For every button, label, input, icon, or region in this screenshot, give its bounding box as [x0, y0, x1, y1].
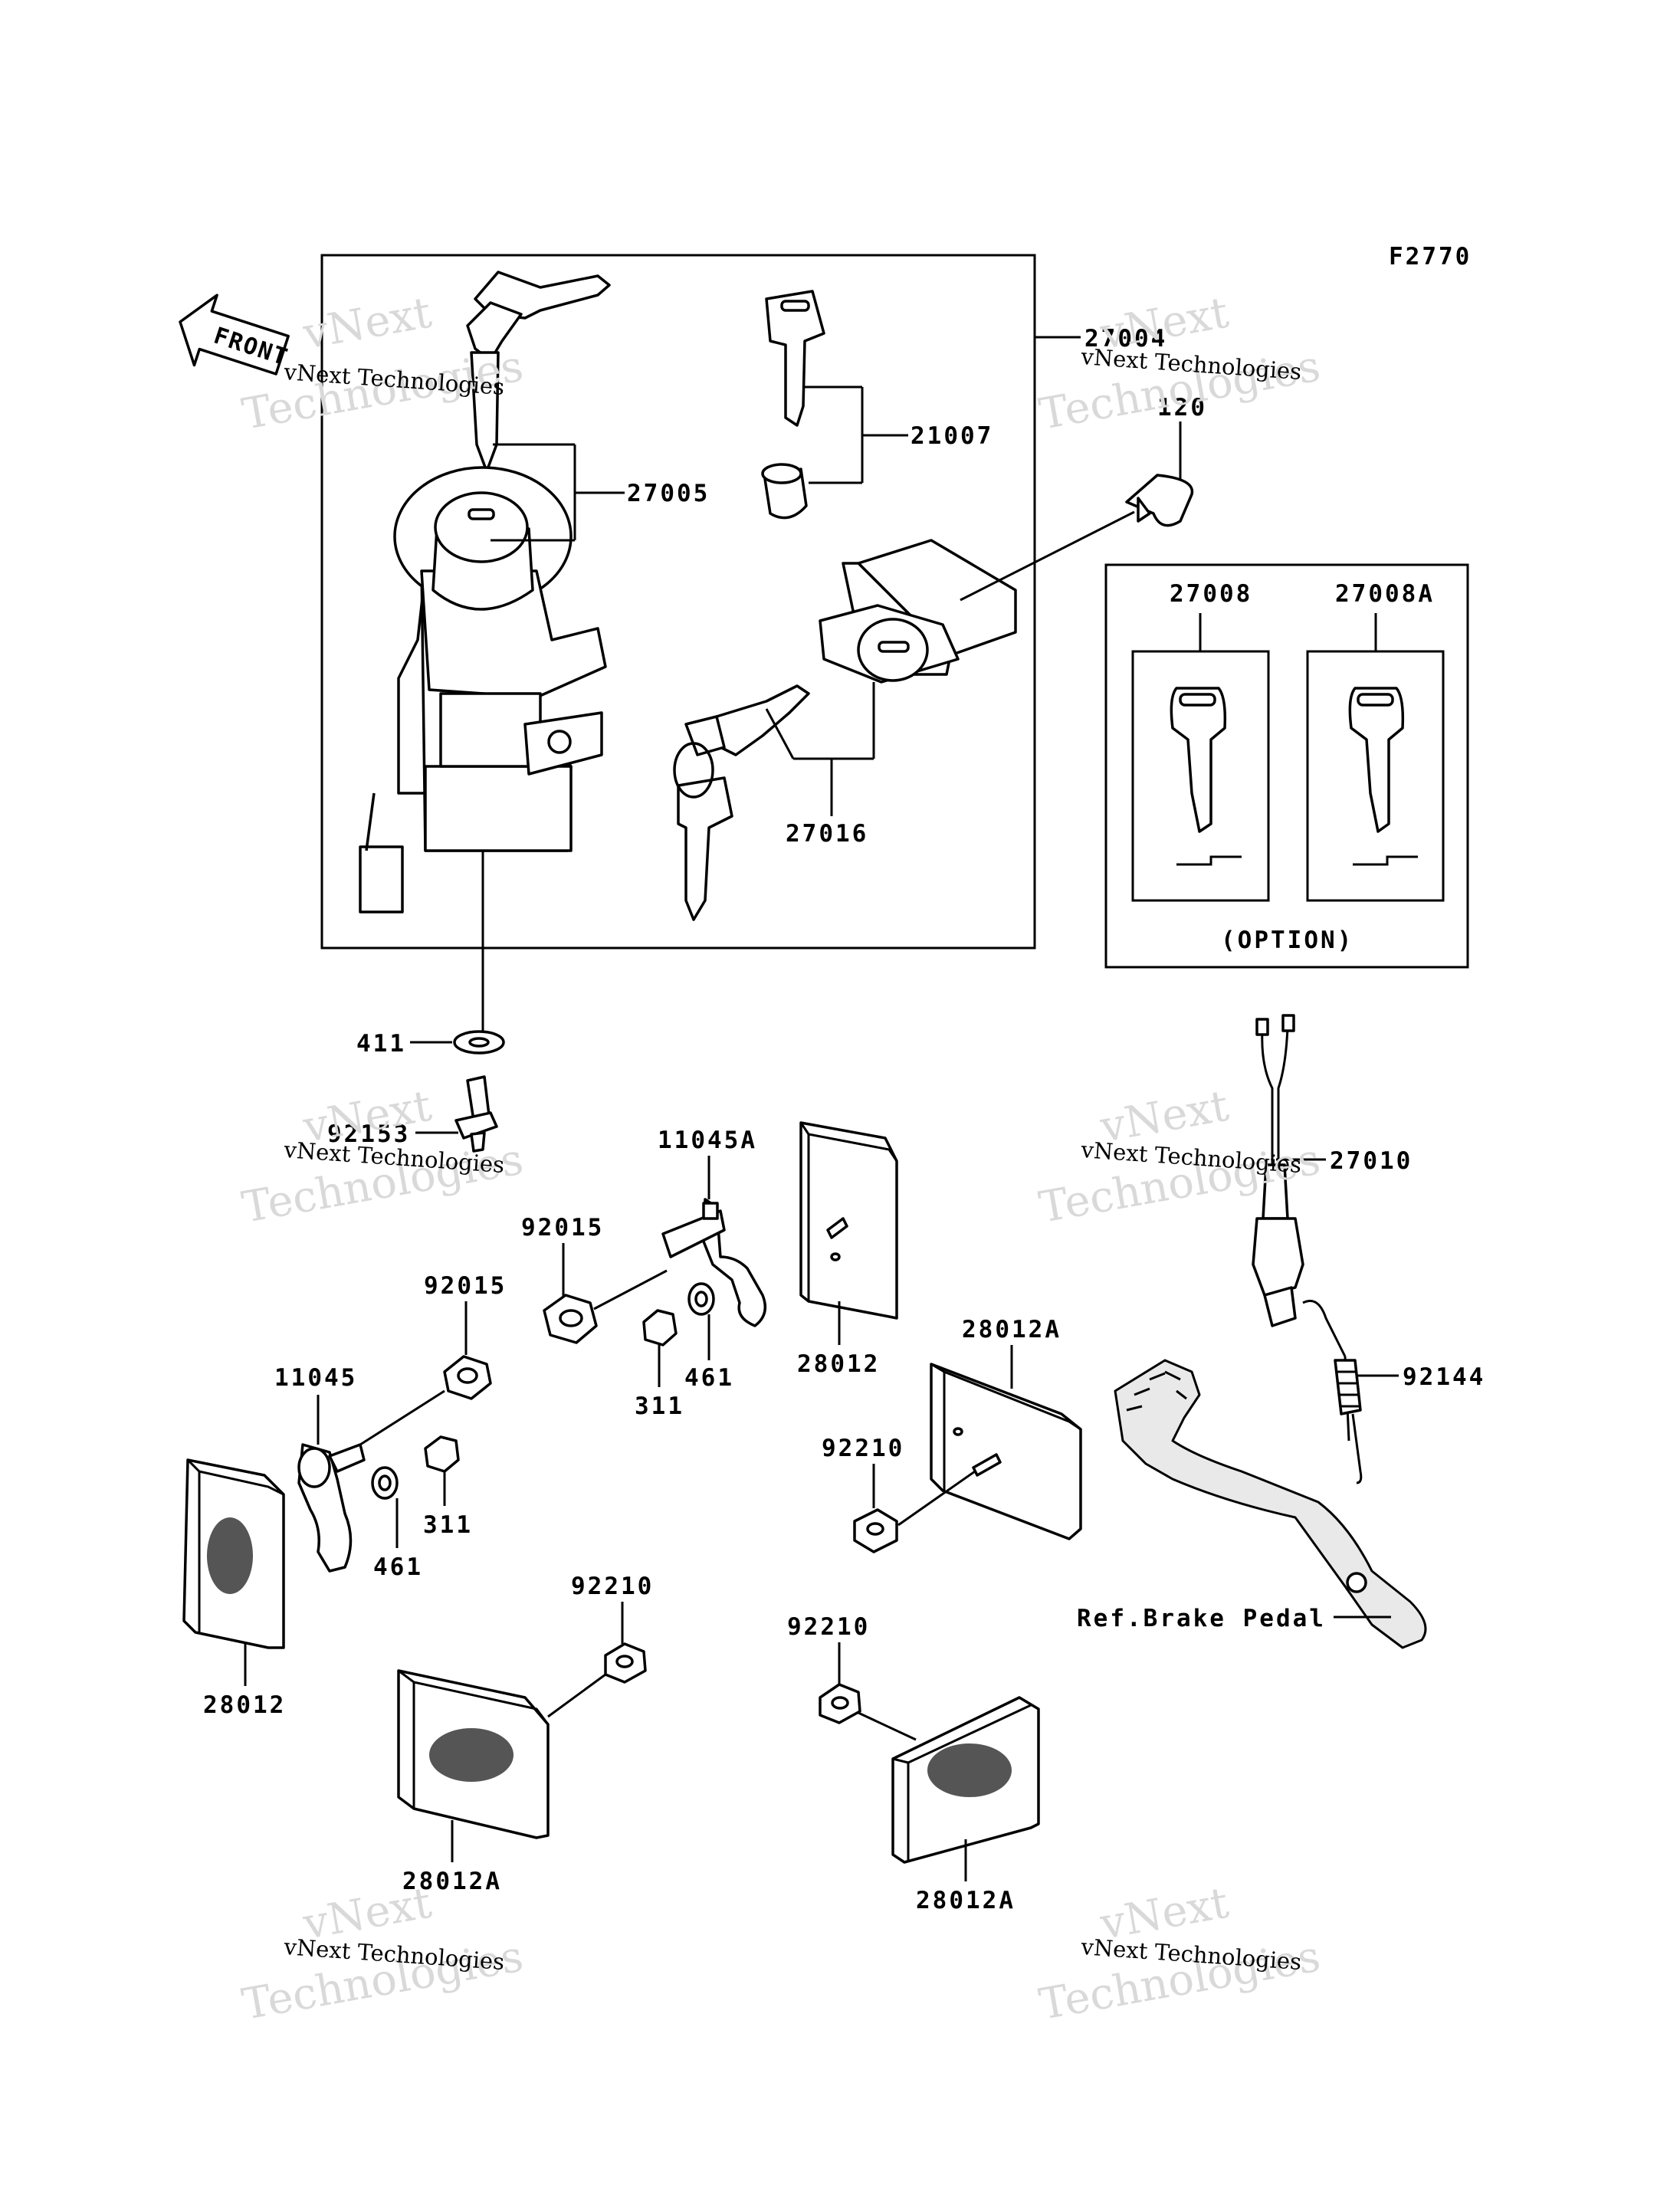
- callout-28012-upper: 28012: [797, 1350, 880, 1378]
- callout-27004: 27004: [1084, 325, 1167, 353]
- nut-92015-upper-icon: [543, 1294, 598, 1344]
- nut-92210-lower-center-icon: [604, 1642, 647, 1684]
- washer-411-icon: [453, 1030, 505, 1055]
- callout-ref-brake-pedal: Ref.Brake Pedal: [1077, 1605, 1326, 1632]
- callout-27010: 27010: [1330, 1147, 1413, 1175]
- brake-switch-icon: [1252, 1014, 1304, 1327]
- nut-311-upper-icon: [642, 1309, 678, 1347]
- reflector-28012-lower-icon: [182, 1458, 285, 1649]
- drawing-code: F2770: [1389, 243, 1472, 271]
- callout-92144: 92144: [1403, 1363, 1485, 1391]
- callout-311-upper: 311: [635, 1392, 684, 1420]
- callout-461-upper: 461: [684, 1364, 734, 1392]
- spring-92144-icon: [1302, 1300, 1363, 1484]
- callout-92210-middle: 92210: [822, 1435, 904, 1462]
- callout-27008: 27008: [1170, 580, 1252, 608]
- bracket-11045-icon: [297, 1443, 366, 1573]
- seat-lock-icon: [819, 539, 1017, 684]
- callout-28012A-lower-right: 28012A: [916, 1887, 1016, 1914]
- callout-92210-lower-right: 92210: [787, 1613, 870, 1641]
- reflector-28012-upper-icon: [799, 1121, 898, 1320]
- option-key-27008A-icon: [1348, 687, 1418, 866]
- nut-311-lower-icon: [424, 1435, 460, 1473]
- seat-lock-keys-icon: [673, 684, 810, 921]
- ignition-kit-frame: [320, 254, 1036, 950]
- option-frame: [1104, 563, 1469, 969]
- callout-120: 120: [1157, 394, 1207, 422]
- callout-28012-lower: 28012: [203, 1691, 286, 1719]
- callout-92210-lower-center: 92210: [571, 1573, 654, 1600]
- callout-27016: 27016: [786, 820, 868, 848]
- callout-461-lower: 461: [373, 1553, 423, 1581]
- front-arrow-icon: FRONT: [179, 294, 292, 376]
- nut-92015-lower-icon: [443, 1355, 492, 1400]
- ignition-switch-icon: [359, 466, 607, 914]
- washer-461-lower-icon: [371, 1466, 399, 1500]
- reflector-28012A-middle-icon: [930, 1363, 1082, 1540]
- nut-92210-lower-right-icon: [819, 1683, 861, 1724]
- callout-11045: 11045: [274, 1364, 357, 1392]
- callout-21007: 21007: [911, 422, 993, 450]
- callout-92015-upper: 92015: [521, 1214, 604, 1242]
- bolt-92153-icon: [454, 1075, 498, 1153]
- callout-92015-lower: 92015: [424, 1272, 507, 1300]
- lock-cap-icon: [761, 463, 808, 520]
- ignition-keys-icon: [466, 271, 611, 473]
- callout-27005: 27005: [627, 480, 710, 507]
- svg-text:vNext: vNext: [299, 288, 435, 359]
- option-label: (OPTION): [1221, 927, 1354, 954]
- nut-92210-middle-icon: [853, 1508, 898, 1553]
- watermark-bottom-right: vNext Technologies vNext Technologies: [1035, 1878, 1324, 2030]
- washer-461-upper-icon: [687, 1282, 715, 1316]
- reflector-28012A-lower-right-icon: [891, 1696, 1040, 1864]
- callout-11045A: 11045A: [658, 1127, 757, 1154]
- callout-311-lower: 311: [423, 1511, 473, 1539]
- option-key-27008-icon: [1170, 687, 1242, 866]
- bracket-11045A-icon: [661, 1198, 767, 1327]
- brake-pedal-icon: [1114, 1359, 1427, 1649]
- callout-92153: 92153: [327, 1120, 410, 1148]
- screw-120-icon: [1125, 474, 1194, 527]
- watermark-bottom-left: vNext Technologies vNext Technologies: [238, 1878, 527, 2030]
- callout-411: 411: [356, 1030, 406, 1058]
- reflector-28012A-lower-left-icon: [397, 1669, 550, 1839]
- callout-28012A-middle: 28012A: [962, 1316, 1061, 1343]
- callout-28012A-lower-left: 28012A: [402, 1868, 502, 1895]
- seat-key-icon: [765, 290, 825, 427]
- callout-27008A: 27008A: [1335, 580, 1435, 608]
